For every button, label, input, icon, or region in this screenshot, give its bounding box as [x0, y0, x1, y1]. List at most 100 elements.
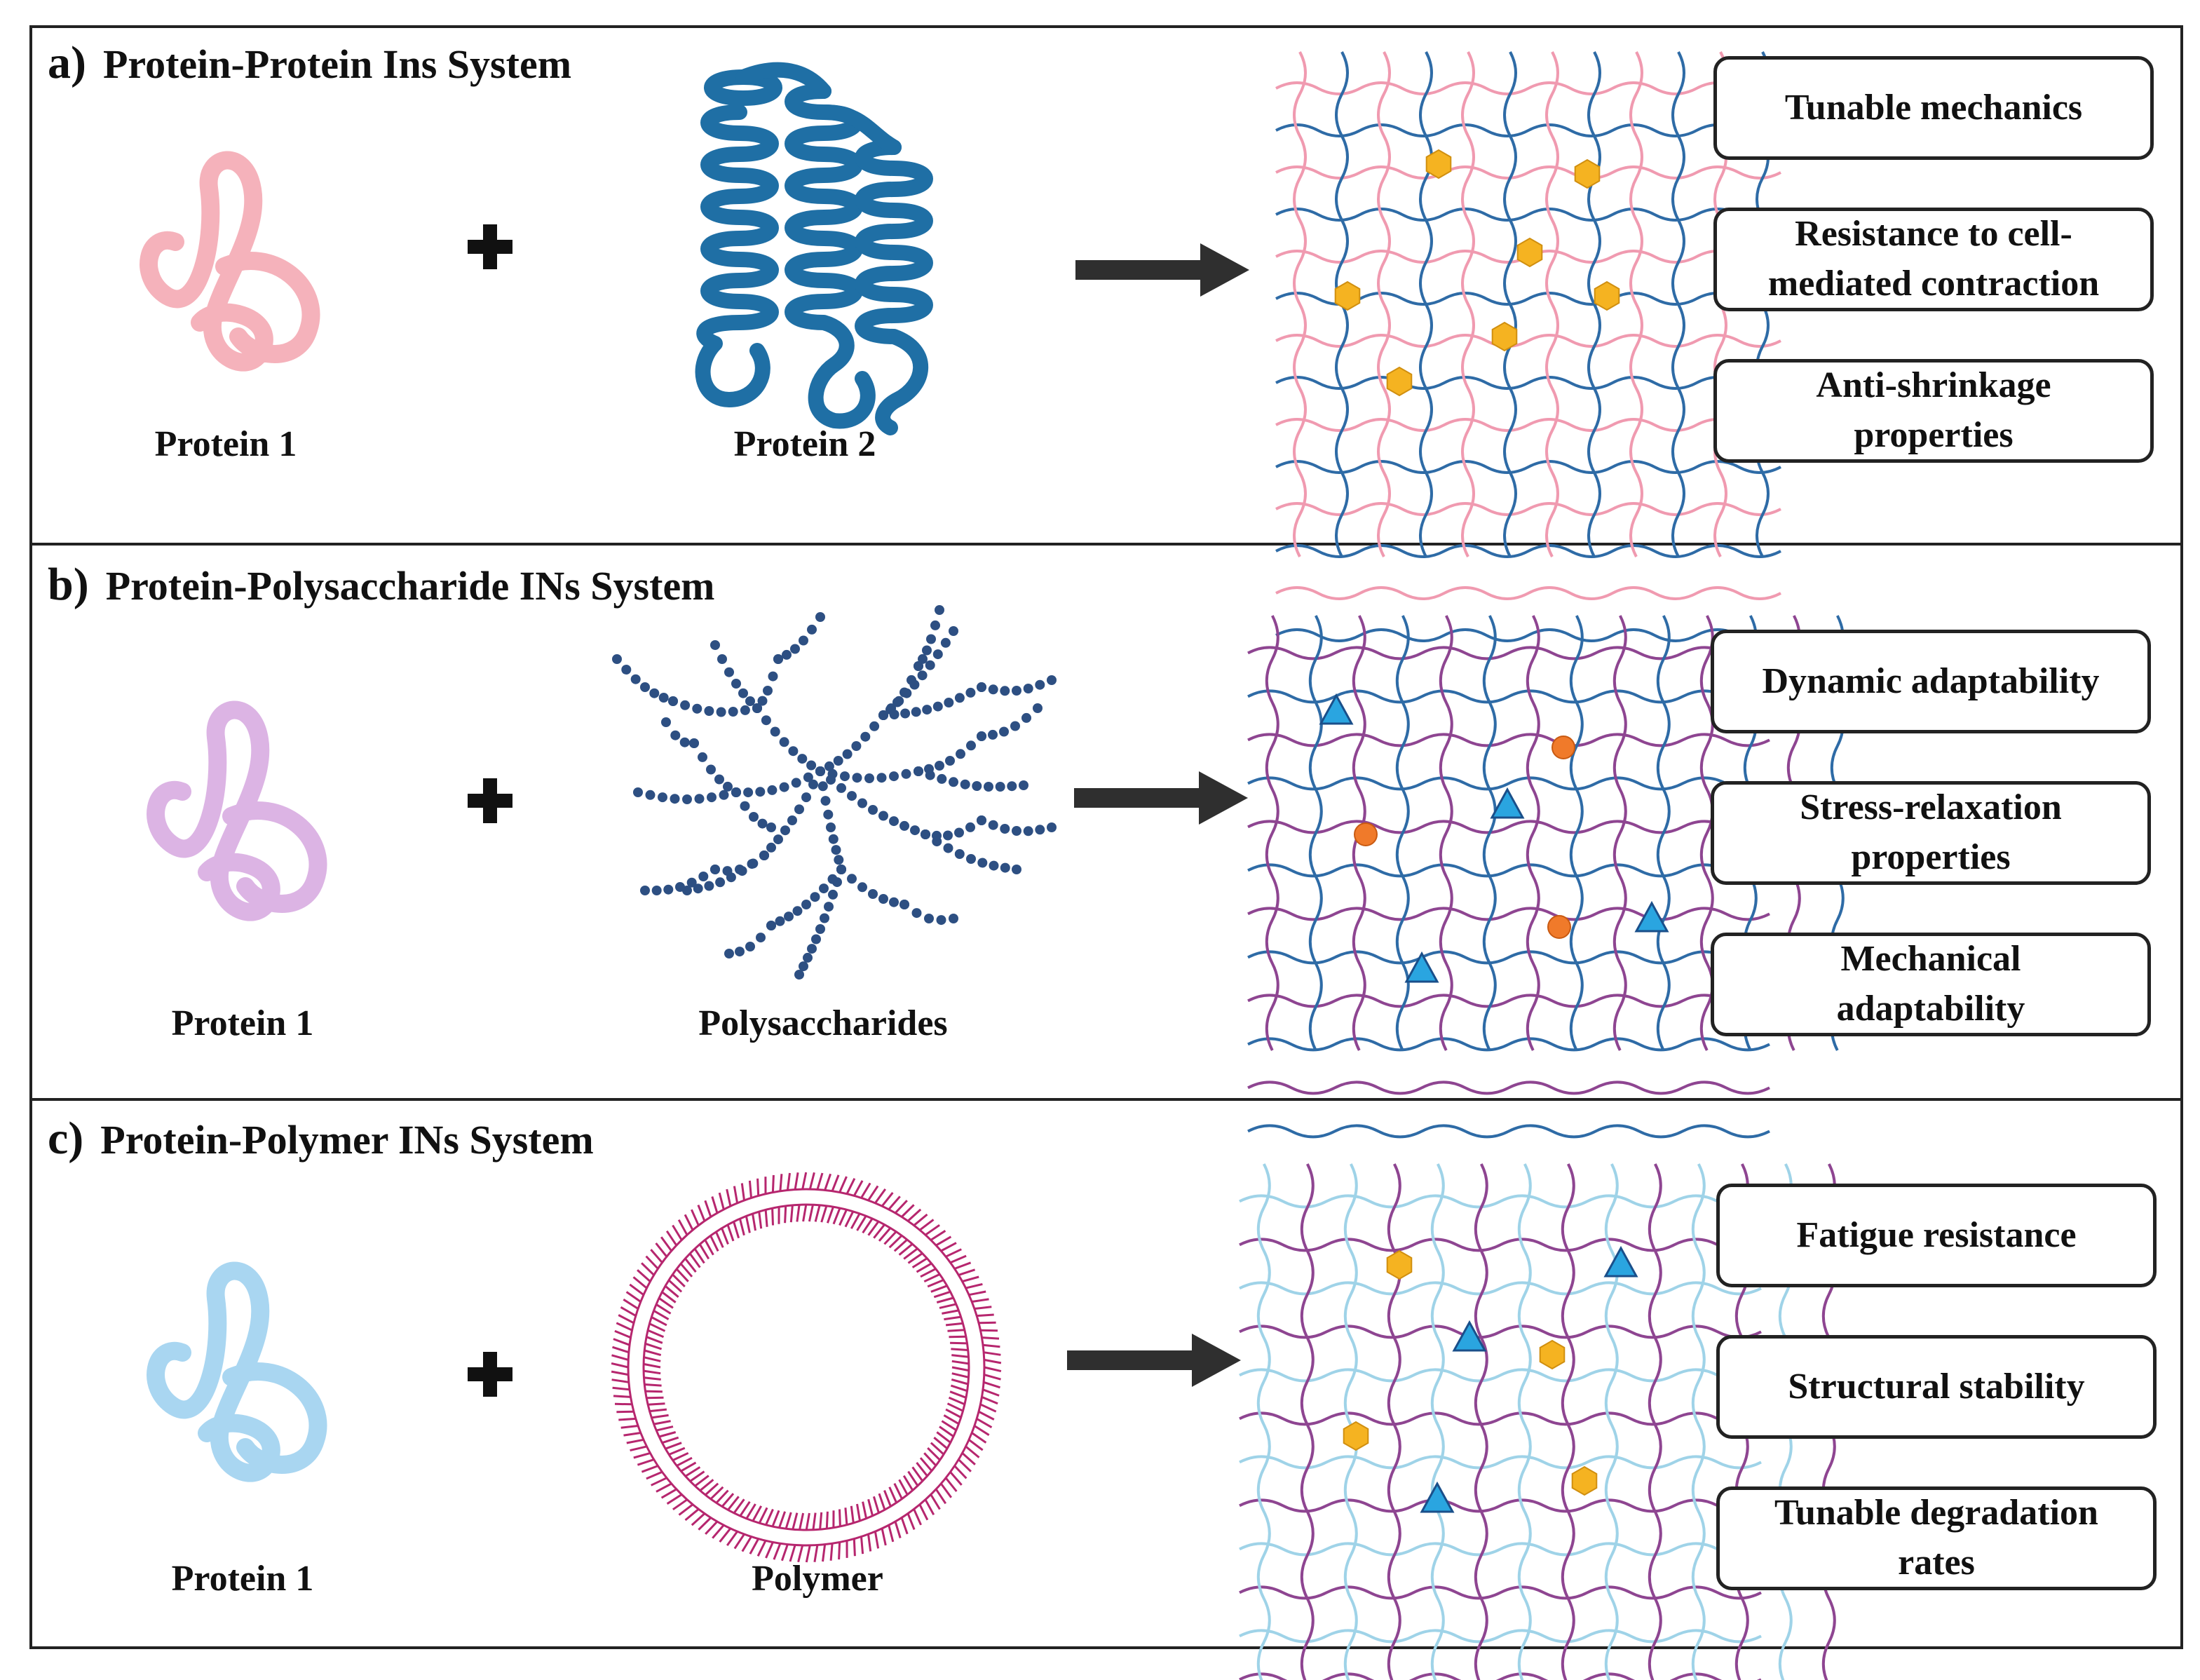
triangle-icon [1404, 951, 1439, 983]
polymer-chain [645, 1342, 663, 1350]
polymer-chain [911, 1257, 928, 1268]
polymer-chain [940, 1242, 957, 1252]
polymer-chain [672, 1498, 688, 1511]
network-strand [1247, 907, 1770, 921]
polymer-chain [691, 1209, 700, 1226]
network-strand [1308, 615, 1323, 1051]
network-strand [1503, 51, 1517, 557]
polymer-chain [614, 1329, 632, 1339]
sugar-bead [945, 756, 955, 766]
network-strand [1239, 1325, 1762, 1339]
network-strand [1247, 733, 1770, 747]
network-strand [1247, 689, 1770, 704]
polymer-chain [649, 1408, 667, 1413]
network-strand [1239, 1672, 1762, 1680]
polymer-chain [689, 1470, 705, 1482]
polymer-chain [925, 1224, 940, 1236]
sugar-bead [728, 707, 738, 717]
hexagon-icon [1594, 280, 1620, 311]
polymer-chain [942, 1309, 959, 1315]
sugar-bead [1023, 826, 1033, 836]
polymer-chain [612, 1346, 630, 1354]
polymer-chain [715, 1489, 729, 1504]
polymer-chain [752, 1213, 756, 1231]
network-strand [1419, 51, 1433, 557]
sugar-bead [922, 645, 932, 656]
property-text: Stress-relaxation [1800, 787, 2062, 828]
network-strand [1239, 1194, 1762, 1209]
polymer-chain [951, 1378, 969, 1386]
polymer-chain [611, 1354, 629, 1361]
polymer-chain [916, 1262, 932, 1273]
plus-icon [468, 224, 512, 269]
polymer-chain [660, 1236, 672, 1252]
network-strand [1387, 1163, 1401, 1680]
polymer-chain [856, 1215, 867, 1231]
polymer-chain [653, 1310, 670, 1320]
sugar-bead [658, 693, 669, 703]
sugar-bead [977, 815, 986, 825]
sugar-bead [790, 644, 800, 654]
circle-icon [1551, 736, 1575, 759]
polymer-chain [794, 1172, 799, 1190]
sugar-bead [911, 707, 921, 717]
polymer-chain [805, 1545, 811, 1563]
polymer-chain [641, 1465, 658, 1473]
sugar-bead [680, 700, 691, 710]
sugar-bead [826, 775, 836, 785]
polymer-chain [898, 1243, 914, 1256]
network-strand [1275, 418, 1781, 432]
polymer-chain [978, 1321, 996, 1325]
polymer-chain [789, 1205, 794, 1223]
polymer-chain [668, 1447, 686, 1456]
polymer-chain [874, 1531, 880, 1549]
polymer-chain [637, 1269, 651, 1282]
sugar-bead [645, 790, 656, 800]
polymer-chain [715, 1231, 724, 1248]
sugar-bead [836, 783, 846, 793]
polymer-chain [838, 1209, 848, 1226]
polymer-chain [650, 1249, 663, 1264]
polymer-chain [962, 1275, 979, 1283]
sugar-bead [630, 674, 641, 684]
property-text: Anti-shrinkage [1816, 365, 2051, 406]
polymer-chain [805, 1512, 810, 1531]
triangle-icon [1319, 693, 1354, 725]
sugar-bead [932, 649, 943, 660]
triangle-icon [1452, 1320, 1487, 1352]
polymer-chain [888, 1235, 903, 1249]
sugar-bead [899, 687, 909, 698]
polymer-micelle [611, 1172, 1002, 1563]
polymer-ring [642, 1203, 970, 1531]
polymer-chain [676, 1456, 693, 1467]
network-strand [1377, 51, 1391, 557]
property-text: Dynamic adaptability [1762, 661, 2100, 701]
sugar-bead [889, 710, 899, 719]
sugar-bead [1021, 712, 1031, 723]
polymer-chain [816, 1172, 824, 1190]
polymer-chain [853, 1180, 864, 1197]
polymer-chain [651, 1477, 667, 1486]
polymer-chain [881, 1191, 894, 1207]
sugar-bead [782, 649, 792, 660]
polymer-ring [627, 1188, 986, 1547]
polymer-chain [646, 1336, 663, 1344]
sugar-bead [724, 667, 734, 677]
sugar-bead [803, 772, 813, 783]
triangle-icon [1634, 900, 1669, 933]
sugar-bead [924, 764, 934, 774]
polymer-chain [739, 1501, 751, 1517]
polymer-chain [778, 1511, 787, 1529]
polymer-chain [867, 1498, 874, 1517]
polymer-chain [927, 1447, 941, 1461]
sugar-bead [878, 811, 888, 821]
polymer-chain [745, 1216, 751, 1233]
polymer-chain [644, 1383, 662, 1387]
network-strand [1247, 1037, 1770, 1052]
polymer-chain [907, 1252, 923, 1264]
panel-a-title-text: Protein-Protein Ins System [102, 41, 572, 87]
sugar-bead [836, 865, 846, 874]
polymer-chain [719, 1527, 732, 1543]
polymer-chain [981, 1396, 998, 1405]
